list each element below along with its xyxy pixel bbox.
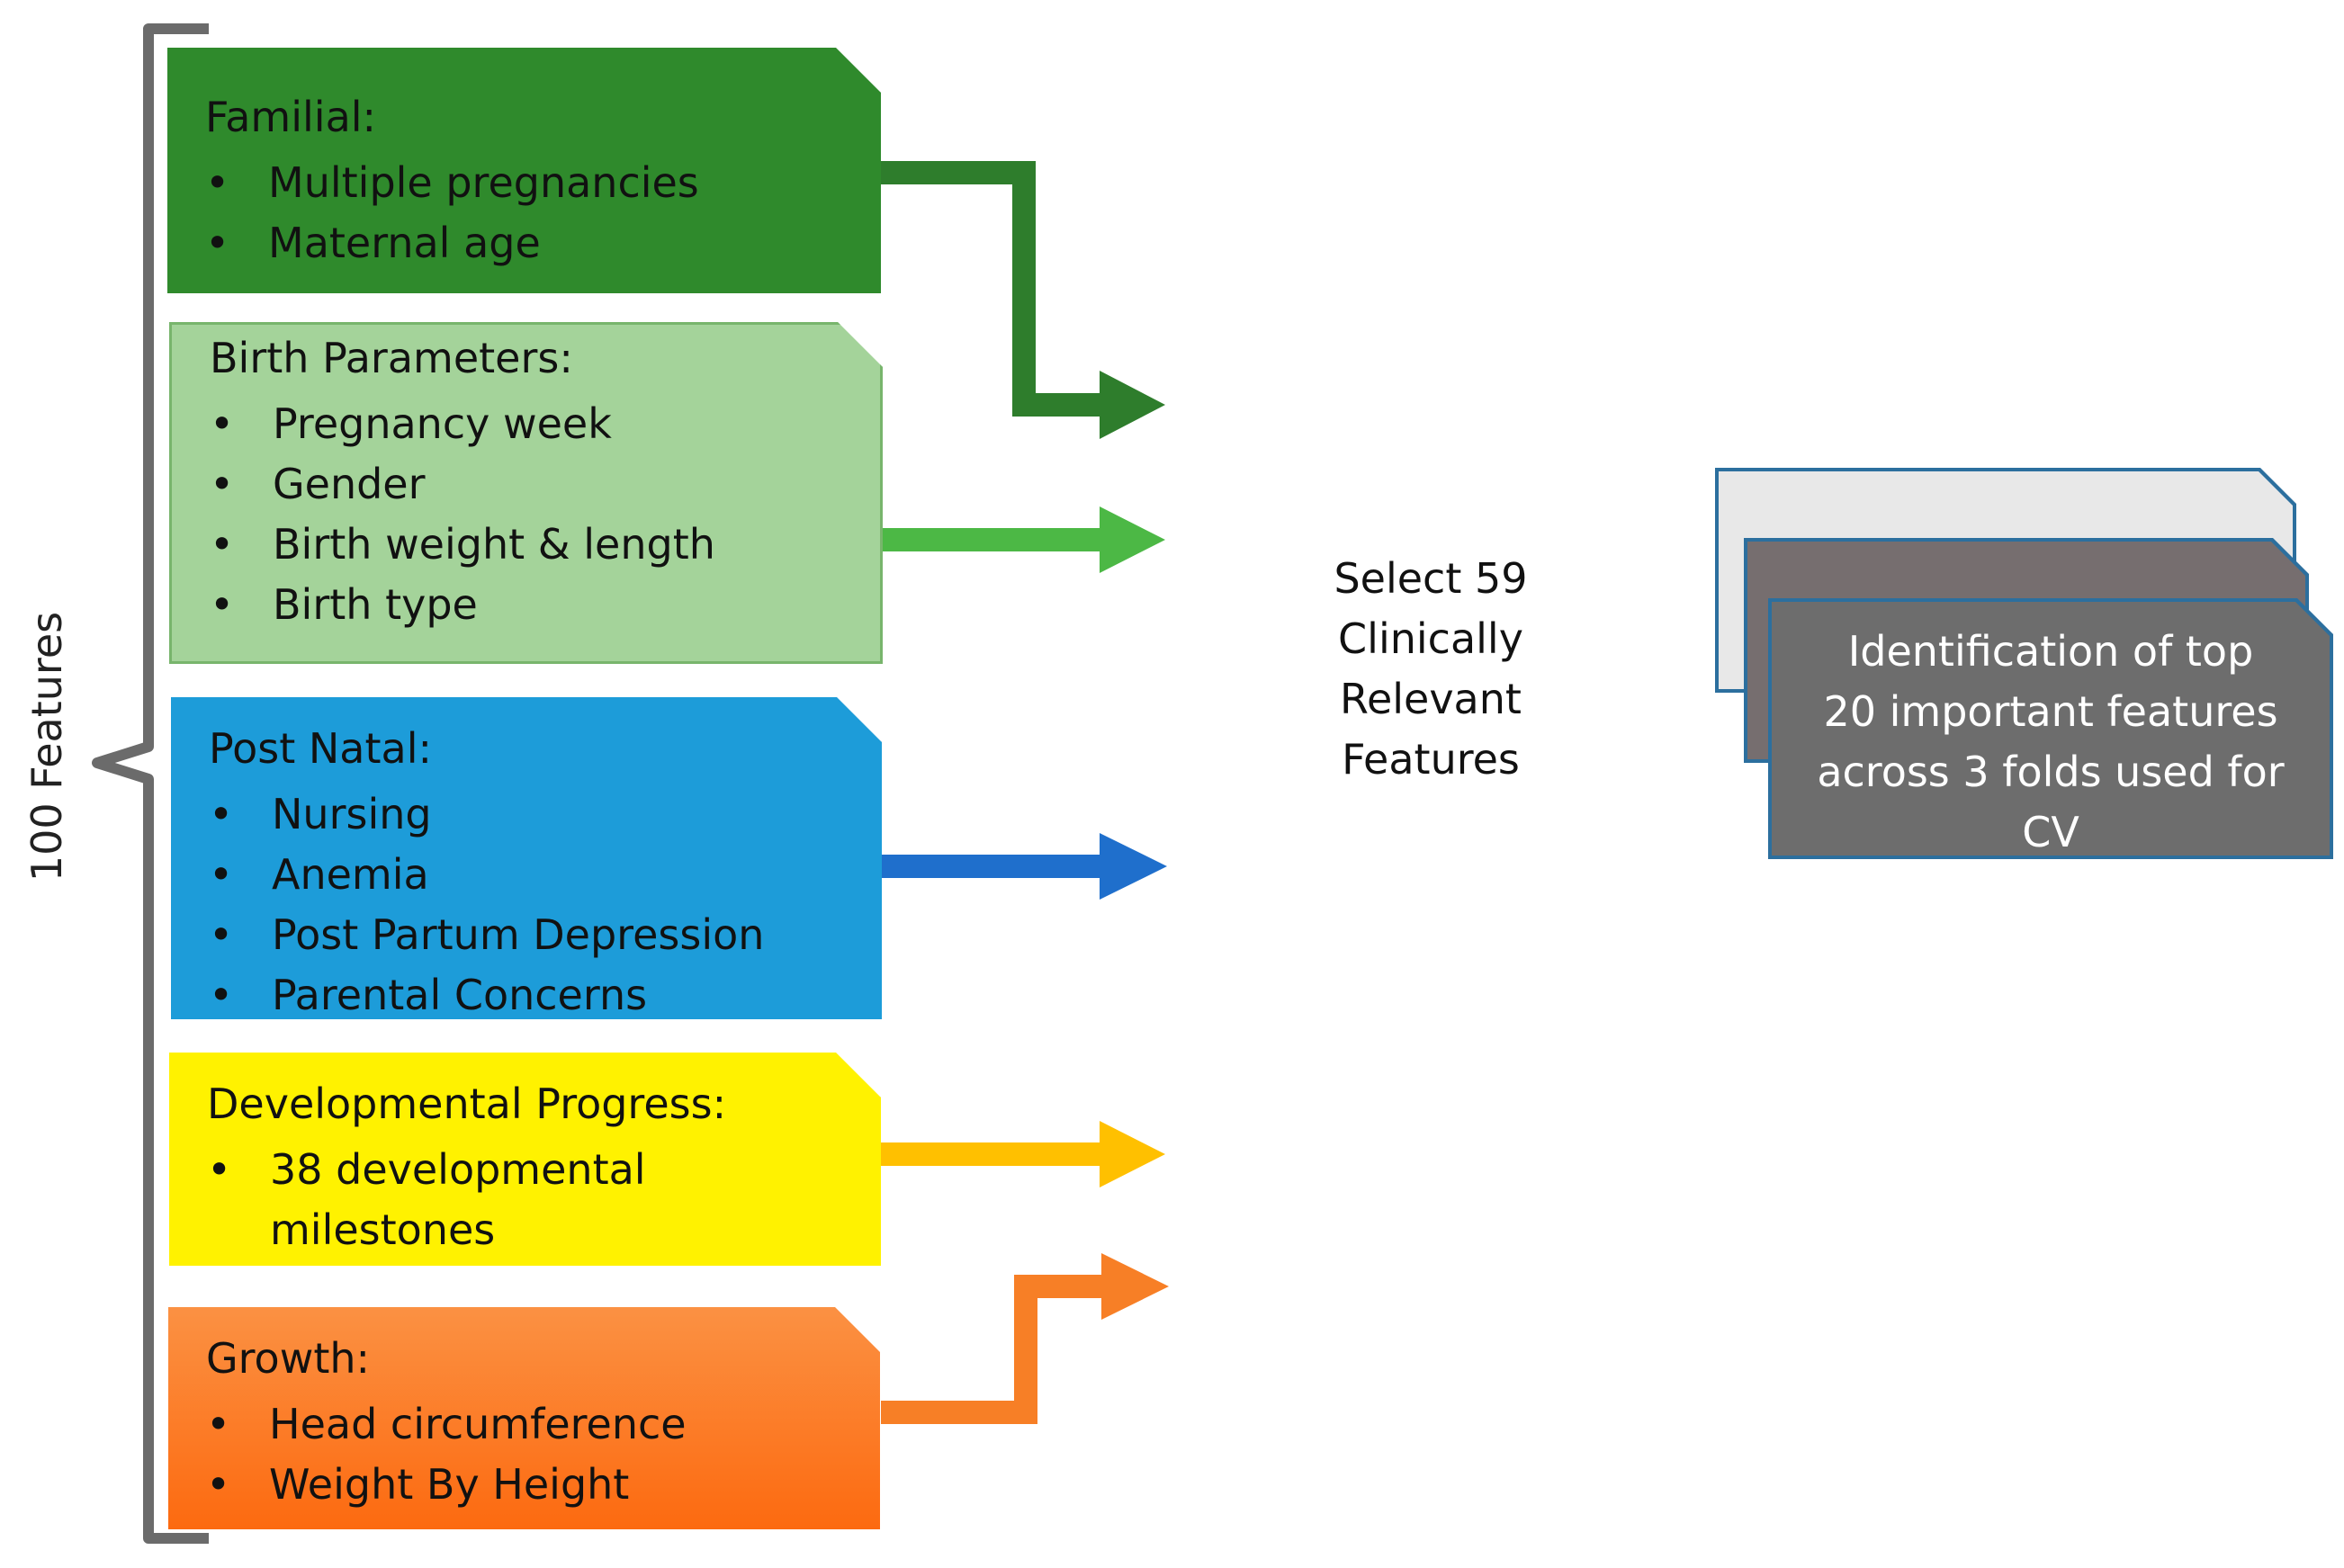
list-item-continuation: milestones bbox=[270, 1205, 496, 1254]
postnatal-arrowhead bbox=[1100, 833, 1167, 900]
growth-title: Growth: bbox=[206, 1334, 371, 1383]
list-item: Multiple pregnancies bbox=[205, 153, 699, 213]
familial-title: Familial: bbox=[205, 93, 377, 141]
selection-line: Clinically bbox=[1338, 614, 1523, 663]
familial-box: Familial: Multiple pregnancies Maternal … bbox=[167, 48, 881, 293]
feature-brace bbox=[92, 23, 209, 1544]
birth-arrowhead bbox=[1100, 506, 1165, 573]
developmental-progress-box: Developmental Progress: 38 developmental… bbox=[169, 1053, 881, 1266]
list-item: Maternal age bbox=[205, 213, 699, 273]
list-item: Pregnancy week bbox=[210, 394, 715, 454]
developmental-progress-list: 38 developmental milestones bbox=[207, 1140, 646, 1260]
birth-parameters-title: Birth Parameters: bbox=[210, 334, 573, 382]
feature-count-text: 100 Features bbox=[22, 611, 71, 883]
list-item: Birth type bbox=[210, 575, 715, 635]
feature-count-label: 100 Features bbox=[0, 0, 99, 1568]
selection-step-text: Select 59 Clinically Relevant Features bbox=[1291, 549, 1570, 790]
growth-arrow bbox=[881, 1275, 1107, 1424]
list-item: 38 developmental bbox=[207, 1140, 646, 1200]
birth-parameters-list: Pregnancy week Gender Birth weight & len… bbox=[210, 394, 715, 635]
list-item: Post Partum Depression bbox=[209, 905, 764, 965]
result-card-front: Identification of top 20 important featu… bbox=[1768, 598, 2333, 859]
familial-list: Multiple pregnancies Maternal age bbox=[205, 153, 699, 273]
developmental-progress-title: Developmental Progress: bbox=[207, 1080, 727, 1128]
list-item: Anemia bbox=[209, 845, 764, 905]
growth-list: Head circumference Weight By Height bbox=[206, 1394, 687, 1515]
growth-arrowhead bbox=[1101, 1253, 1169, 1320]
list-item: Parental Concerns bbox=[209, 965, 764, 1026]
familial-arrowhead bbox=[1100, 371, 1165, 439]
result-line: 20 important features bbox=[1823, 687, 2278, 736]
result-line: CV bbox=[2022, 808, 2079, 856]
selection-line: Select 59 bbox=[1334, 554, 1528, 603]
post-natal-list: Nursing Anemia Post Partum Depression Pa… bbox=[209, 784, 764, 1026]
post-natal-title: Post Natal: bbox=[209, 724, 432, 773]
post-natal-box: Post Natal: Nursing Anemia Post Partum D… bbox=[171, 697, 882, 1019]
birth-parameters-box: Birth Parameters: Pregnancy week Gender … bbox=[169, 322, 883, 664]
result-line: across 3 folds used for bbox=[1817, 748, 2285, 796]
result-card-text: Identification of top 20 important featu… bbox=[1768, 622, 2333, 863]
list-item: Gender bbox=[210, 454, 715, 515]
list-item: Weight By Height bbox=[206, 1455, 687, 1515]
list-item: Nursing bbox=[209, 784, 764, 845]
selection-line: Features bbox=[1342, 735, 1520, 784]
developmental-arrowhead bbox=[1100, 1121, 1165, 1187]
list-item: Birth weight & length bbox=[210, 515, 715, 575]
selection-line: Relevant bbox=[1340, 675, 1522, 723]
growth-box: Growth: Head circumference Weight By Hei… bbox=[168, 1307, 880, 1529]
familial-arrow bbox=[881, 161, 1105, 417]
result-line: Identification of top bbox=[1847, 627, 2254, 676]
list-item: Head circumference bbox=[206, 1394, 687, 1455]
